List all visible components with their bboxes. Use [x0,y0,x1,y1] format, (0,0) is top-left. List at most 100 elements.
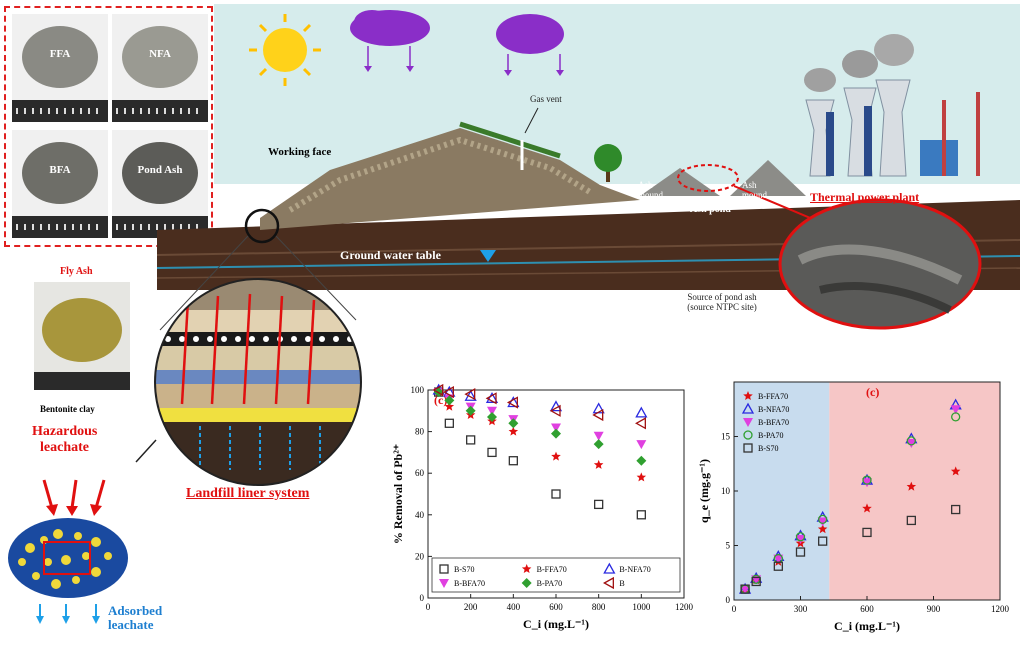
data-point [634,417,646,430]
data-point [635,406,648,418]
liner-cross-section [154,278,362,486]
liner-label: Landfill liner system [186,486,310,501]
y-tick-label: 20 [415,551,425,561]
data-point [487,406,497,416]
rain-cloud-icon [496,14,564,76]
pond-ash-photo [778,198,982,330]
ash-pile [122,142,198,204]
x-tick-label: 0 [426,602,431,612]
x-tick-label: 800 [592,602,606,612]
x-tick-label: 1000 [632,602,651,612]
data-point [636,440,647,450]
data-point [551,428,561,439]
legend-label: B-PA70 [758,431,784,440]
data-point [485,392,497,405]
y-tick-label: 10 [721,486,731,496]
x-tick-label: 400 [507,602,521,612]
y-tick-label: 80 [415,427,425,437]
data-point [862,527,872,538]
legend-label: B-FFA70 [537,565,567,574]
y-tick-label: 5 [726,541,731,551]
y-tick-label: 40 [415,510,425,520]
data-point [950,405,961,415]
data-point [741,402,755,414]
y-tick-label: 100 [411,385,425,395]
y-tick-label: 15 [721,432,731,442]
data-point [466,435,476,445]
legend-label: B-BFA70 [758,418,789,427]
data-point [508,418,519,429]
legend-label: B-NFA70 [758,405,789,414]
sun-icon [249,14,321,86]
ash-mound-label: Ash mound [742,180,768,200]
data-point [817,524,828,534]
x-tick-label: 1200 [675,602,694,612]
y-tick-label: 0 [726,595,731,605]
ruler [112,100,208,122]
y-axis-label: q_e (mg.g⁻¹) [697,459,711,523]
data-point [743,443,753,453]
data-point [817,517,828,527]
data-point [521,578,532,588]
x-tick-label: 600 [549,602,563,612]
source-label: Source of pond ash (source NTPC site) [660,292,784,312]
ash-mound-label: Ash mound [638,180,664,200]
shaded-region [829,382,1000,600]
data-point [906,481,917,491]
ash-pond-label: Ash pond [690,204,731,215]
series-B-BFA70 [433,388,647,450]
data-point [551,451,561,461]
x-tick-label: 0 [732,604,737,614]
legend-label: B-FFA70 [758,392,788,401]
adsorbed-line-2: leachate [108,617,154,632]
x-axis-label: C_i (mg.L⁻¹) [523,617,589,631]
ash-pile [22,26,98,88]
data-point [549,404,561,417]
data-point [636,455,647,466]
landfill-mound [260,128,640,230]
source-line-1: Source of pond ash [687,292,757,302]
data-point [439,579,449,588]
x-tick-label: 600 [860,604,874,614]
zoom-marker [244,208,280,244]
power-plant-icon [804,34,980,177]
adsorbed-label: Adsorbed leachate [108,604,162,632]
working-face-label: Working face [268,146,332,158]
source-line-2: (source NTPC site) [687,302,757,312]
series-B-S70 [434,387,646,520]
data-point [743,430,753,440]
data-point [636,510,646,520]
data-point [594,499,604,510]
series-B-PA70 [433,387,647,466]
data-point [592,408,604,422]
data-point [593,459,604,469]
x-tick-label: 200 [464,602,478,612]
data-point [506,396,518,409]
tree-icon [594,144,622,182]
y-tick-label: 60 [415,468,425,478]
landfill-cap [459,121,561,159]
adsorbed-line-1: Adsorbed [108,603,163,618]
fly-ash-label: Fly Ash [60,266,93,277]
photo-pond-ash: Pond Ash [112,130,208,238]
data-point [818,514,828,524]
data-point [795,534,806,544]
x-tick-label: 900 [927,604,941,614]
data-point [740,584,750,594]
photo-nfa: NFA [112,14,208,122]
bentonite-label: Bentonite clay [40,404,95,414]
data-point [951,504,961,515]
data-point [743,418,753,427]
data-point [508,456,518,466]
ruler [12,216,108,238]
photo-label: Pond Ash [137,164,183,176]
data-point [444,395,455,406]
data-point [818,536,828,546]
data-point [521,564,532,573]
shaded-region [734,382,830,600]
data-point [862,503,872,513]
photo-label: FFA [49,48,71,60]
data-point [906,515,916,526]
